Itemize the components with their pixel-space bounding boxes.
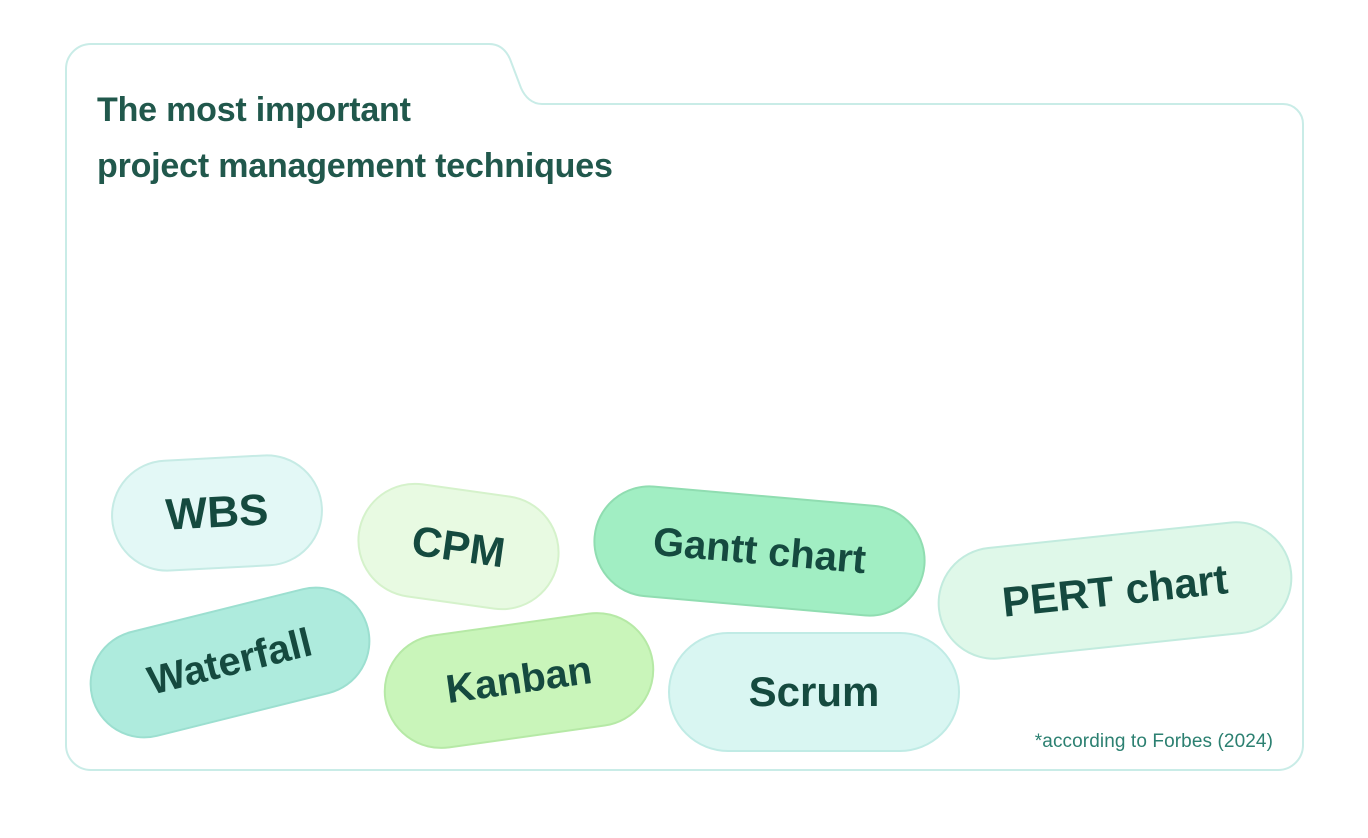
technique-pill-label: CPM — [409, 516, 509, 576]
footnote: *according to Forbes (2024) — [1034, 731, 1273, 752]
technique-pill-wbs: WBS — [108, 451, 326, 575]
technique-pill-kanban: Kanban — [376, 604, 662, 757]
technique-pill-cpm: CPM — [349, 475, 568, 618]
technique-pill-label: Kanban — [443, 648, 595, 712]
technique-pill-label: WBS — [164, 485, 270, 540]
technique-pill-label: Scrum — [748, 668, 880, 715]
technique-pill-waterfall: Waterfall — [78, 575, 382, 750]
technique-pill-gantt-chart: Gantt chart — [588, 480, 931, 622]
technique-pill-label: PERT chart — [999, 554, 1230, 626]
technique-pill-scrum: Scrum — [668, 632, 960, 752]
page-title: The most important project management te… — [97, 82, 613, 194]
technique-pill-label: Waterfall — [143, 620, 317, 704]
technique-pill-label: Gantt chart — [651, 519, 868, 582]
page-title-line1: The most important — [97, 91, 411, 129]
page-title-line2: project management techniques — [97, 147, 613, 185]
technique-pill-pert-chart: PERT chart — [932, 515, 1298, 666]
